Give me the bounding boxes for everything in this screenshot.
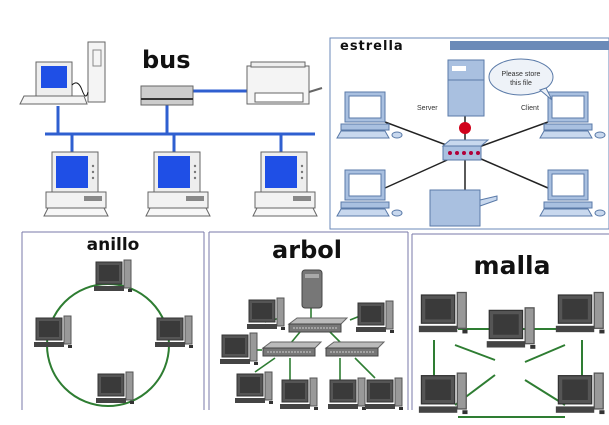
bus-pc-1	[43, 151, 109, 217]
mesh-title: malla	[474, 251, 551, 280]
server-label: Server	[417, 105, 438, 112]
tree-pc-5	[279, 377, 319, 411]
ring-title: anillo	[87, 235, 140, 255]
tree-pc-3	[219, 332, 259, 366]
bus-printer	[246, 61, 323, 105]
star-title: estrella	[340, 39, 404, 54]
ring-pc-bottom	[95, 371, 135, 405]
ring-pc-left	[33, 315, 73, 349]
bus-pc-2	[145, 151, 211, 217]
bubble-line-2: this file	[510, 80, 532, 87]
mesh-pc-top-right	[555, 291, 606, 335]
mesh-pc-bottom-right	[555, 372, 606, 415]
tree-pc-6	[327, 377, 367, 411]
tree-title: arbol	[272, 236, 342, 264]
tree-server	[301, 269, 323, 309]
bus-links	[45, 89, 315, 152]
mesh-pc-center	[486, 307, 536, 350]
bus-workstation-top	[19, 41, 106, 105]
mesh-pc-bottom-left	[418, 372, 469, 415]
tree-switch-top	[288, 317, 348, 333]
bus-pc-3	[252, 151, 318, 217]
tree-pc-7	[364, 377, 404, 411]
bus-hub	[140, 85, 194, 106]
tree-switch-left	[262, 341, 322, 357]
bubble-line-1: Please store	[502, 71, 541, 78]
mesh-pc-top-left	[418, 291, 469, 335]
tree-pc-1	[246, 297, 286, 331]
client-label: Client	[521, 105, 539, 112]
ring-panel: anillo	[21, 231, 205, 410]
star-server	[447, 59, 485, 117]
bus-panel: bus	[19, 38, 327, 224]
star-panel: estrella Server Client	[329, 37, 609, 230]
bus-title: bus	[142, 46, 191, 74]
mesh-panel: malla	[411, 233, 609, 418]
star-connector-dot	[459, 122, 471, 134]
ring-pc-right	[154, 315, 194, 349]
star-header-bar	[450, 41, 609, 50]
ring-pc-top	[93, 259, 133, 293]
tree-pc-2	[355, 300, 395, 334]
speech-bubble: Please store this file	[488, 58, 554, 101]
tree-pc-4	[234, 371, 274, 405]
tree-panel: arbol	[208, 231, 409, 411]
star-switch	[441, 139, 490, 161]
star-printer	[429, 189, 498, 227]
tree-switch-right	[325, 341, 385, 357]
